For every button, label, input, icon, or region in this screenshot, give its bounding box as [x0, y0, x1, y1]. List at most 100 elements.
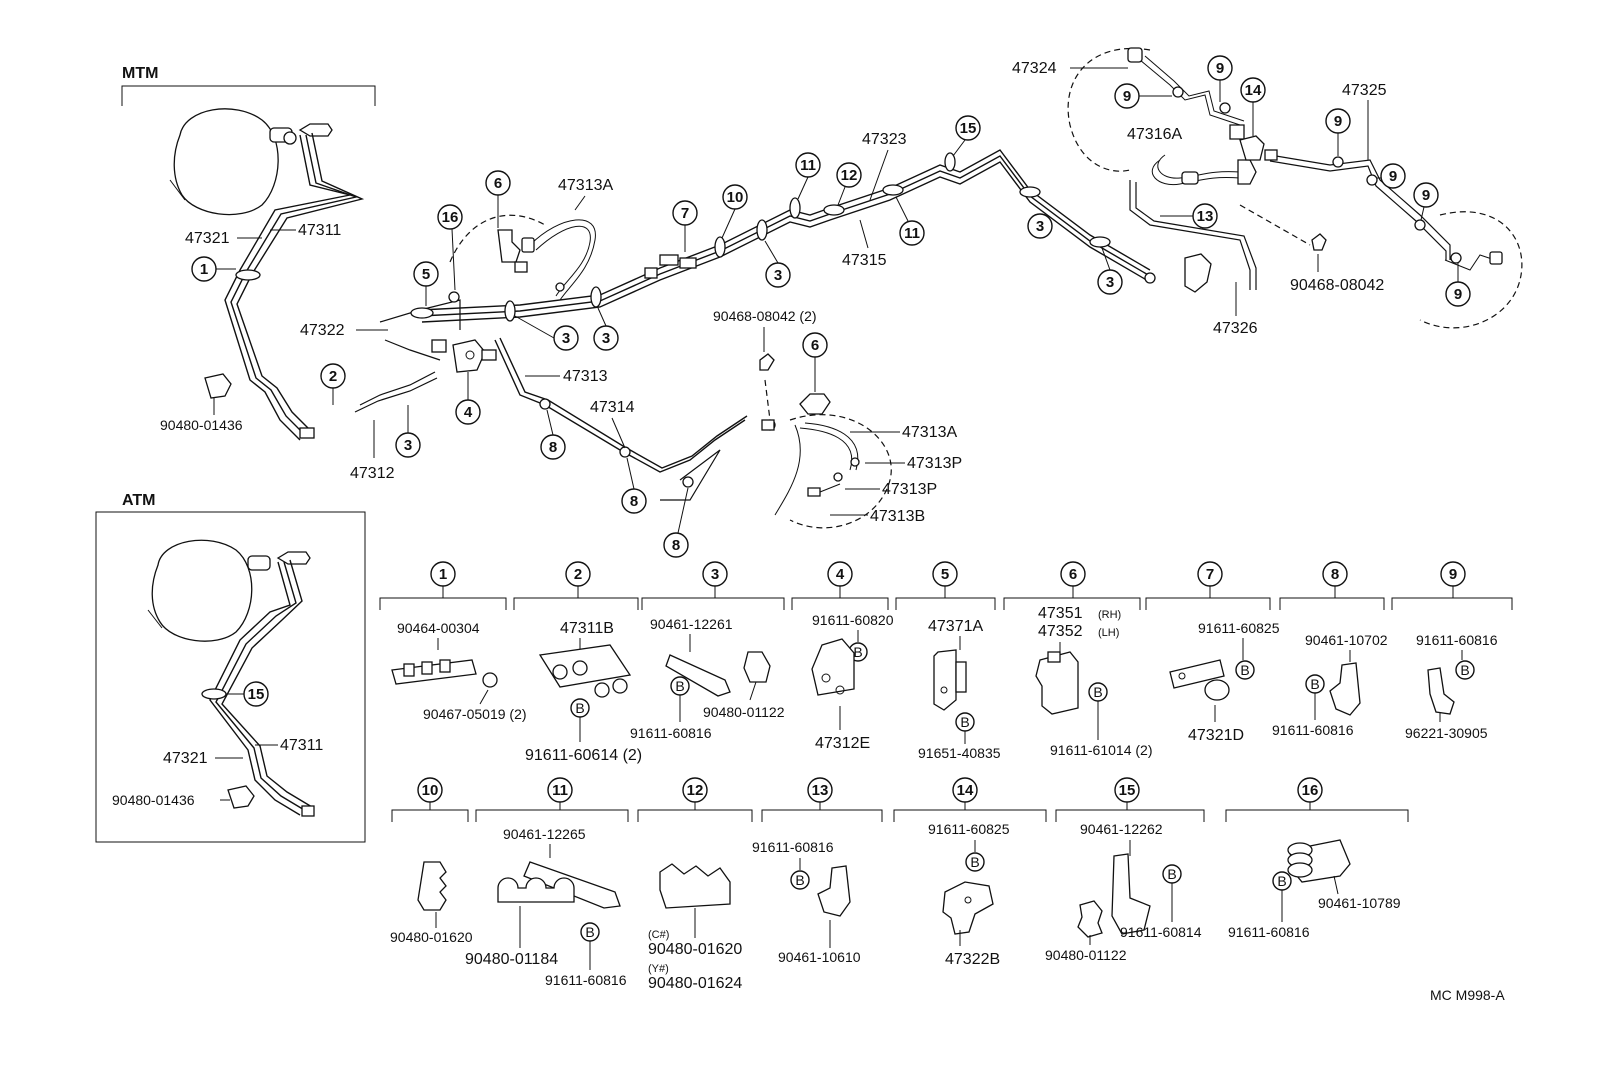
grommet-90480-01184: [497, 877, 575, 903]
svg-text:12: 12: [841, 167, 858, 184]
callout-12: 12: [836, 162, 862, 188]
svg-text:16: 16: [442, 209, 459, 226]
atm-label-47321: 47321: [163, 750, 208, 767]
svg-text:47371A: 47371A: [928, 618, 983, 635]
detail-group-16: 16 B 90461-10789 91611-60816: [1225, 777, 1409, 940]
callout-9: 9: [1380, 163, 1406, 189]
svg-text:13: 13: [1197, 208, 1214, 225]
svg-text:96221-30905: 96221-30905: [1405, 725, 1488, 741]
callout-13: 13: [1192, 203, 1218, 229]
callout-7: 7: [672, 200, 698, 226]
svg-text:9: 9: [1454, 286, 1462, 303]
svg-text:B: B: [795, 872, 804, 888]
svg-text:8: 8: [549, 439, 557, 456]
svg-text:3: 3: [404, 437, 412, 454]
svg-text:91611-60816: 91611-60816: [1272, 722, 1354, 738]
svg-text:91611-60820: 91611-60820: [812, 612, 894, 628]
label-47313A-rear: 47313A: [902, 424, 957, 441]
label-90468-08042: 90468-08042: [1290, 277, 1384, 294]
label-47313: 47313: [563, 368, 608, 385]
svg-text:3: 3: [602, 330, 610, 347]
callout-9: 9: [1413, 182, 1439, 208]
svg-text:13: 13: [812, 782, 829, 799]
svg-text:9: 9: [1334, 113, 1342, 130]
label-47325: 47325: [1342, 82, 1387, 99]
clamp-47371A: [933, 649, 957, 711]
svg-text:90467-05019 (2): 90467-05019 (2): [423, 706, 527, 722]
valve-47312E: [811, 638, 855, 696]
callout-5: 5: [413, 261, 439, 287]
svg-text:90480-01122: 90480-01122: [703, 704, 785, 720]
callout-3: 3: [1097, 269, 1123, 295]
svg-text:9: 9: [1216, 60, 1224, 77]
svg-text:10: 10: [727, 189, 744, 206]
svg-text:11: 11: [552, 782, 568, 799]
drawing-code: MC M998-A: [1430, 987, 1505, 1003]
label-47313A-front: 47313A: [558, 177, 613, 194]
callout-9: 9: [1114, 83, 1140, 109]
mtm-title: MTM: [122, 65, 158, 82]
clamp-90461-10610: [817, 865, 851, 917]
detail-group-8: 8 90461-10702 B 91611-60816: [1272, 561, 1388, 738]
svg-text:90461-12261: 90461-12261: [650, 616, 733, 632]
callout-3: 3: [553, 325, 579, 351]
callout-9: 9: [1207, 55, 1233, 81]
grommet-90480-01122: [743, 651, 771, 683]
svg-text:B: B: [1277, 873, 1286, 889]
svg-text:90461-10789: 90461-10789: [1318, 895, 1401, 911]
label-90480-01436: 90480-01436: [160, 417, 243, 433]
svg-text:(Y#): (Y#): [648, 963, 669, 975]
callout-8: 8: [540, 434, 566, 460]
callout-3: 3: [395, 432, 421, 458]
grommet-90480-01620-01624: [659, 863, 731, 909]
callout-6: 6: [485, 170, 511, 196]
svg-text:8: 8: [630, 493, 638, 510]
label-47321: 47321: [185, 230, 230, 247]
atm-frame: [95, 511, 366, 843]
svg-text:1: 1: [439, 566, 447, 583]
tee-47322B: [942, 881, 994, 935]
center-tubes: [354, 47, 1523, 529]
svg-text:91611-60814: 91611-60814: [1120, 924, 1202, 940]
svg-text:15: 15: [248, 686, 265, 703]
callout-1: 1: [191, 256, 217, 282]
label-47322: 47322: [300, 322, 345, 339]
svg-text:15: 15: [1119, 782, 1136, 799]
callout-9: 9: [1445, 281, 1471, 307]
svg-text:3: 3: [711, 566, 719, 583]
svg-text:90461-10610: 90461-10610: [778, 949, 861, 965]
label-47323: 47323: [862, 131, 907, 148]
clamp-90461-12261: [665, 654, 731, 697]
clamp-90461-12262: [1111, 853, 1151, 935]
svg-text:4: 4: [836, 566, 845, 583]
callout-8: 8: [621, 488, 647, 514]
svg-text:47321D: 47321D: [1188, 727, 1244, 744]
svg-text:2: 2: [574, 566, 582, 583]
svg-text:47351: 47351: [1038, 605, 1083, 622]
callout-14: 14: [1240, 77, 1266, 103]
tube-47321-47311: [224, 132, 365, 441]
grommet-90480-01620: [417, 861, 447, 911]
svg-text:47311B: 47311B: [560, 620, 614, 637]
svg-text:90480-01620: 90480-01620: [648, 941, 742, 958]
svg-text:9: 9: [1449, 566, 1457, 583]
callout-3: 3: [593, 325, 619, 351]
callout-10: 10: [722, 184, 748, 210]
svg-text:91611-60816: 91611-60816: [752, 839, 834, 855]
svg-text:91611-60816: 91611-60816: [545, 972, 627, 988]
detail-group-7: 7 91611-60825 B 47321D: [1145, 561, 1280, 744]
svg-text:91611-60816: 91611-60816: [1228, 924, 1310, 940]
detail-group-5: 5 47371A B 91651-40835: [895, 561, 1001, 761]
svg-text:91611-60816: 91611-60816: [630, 725, 712, 741]
svg-text:B: B: [960, 714, 969, 730]
svg-text:5: 5: [941, 566, 949, 583]
svg-text:2: 2: [329, 368, 337, 385]
clamp-1-mtm: [235, 269, 261, 281]
svg-text:47352: 47352: [1038, 623, 1083, 640]
svg-text:12: 12: [687, 782, 704, 799]
svg-text:B: B: [575, 700, 584, 716]
detail-group-14: 14 91611-60825 B 47322B: [893, 777, 1047, 968]
top-labels: 47322 47312 47313A 47313 47314 90468-080…: [300, 60, 1387, 525]
svg-text:10: 10: [422, 782, 439, 799]
grommet-90480-01122-b: [1077, 900, 1103, 938]
